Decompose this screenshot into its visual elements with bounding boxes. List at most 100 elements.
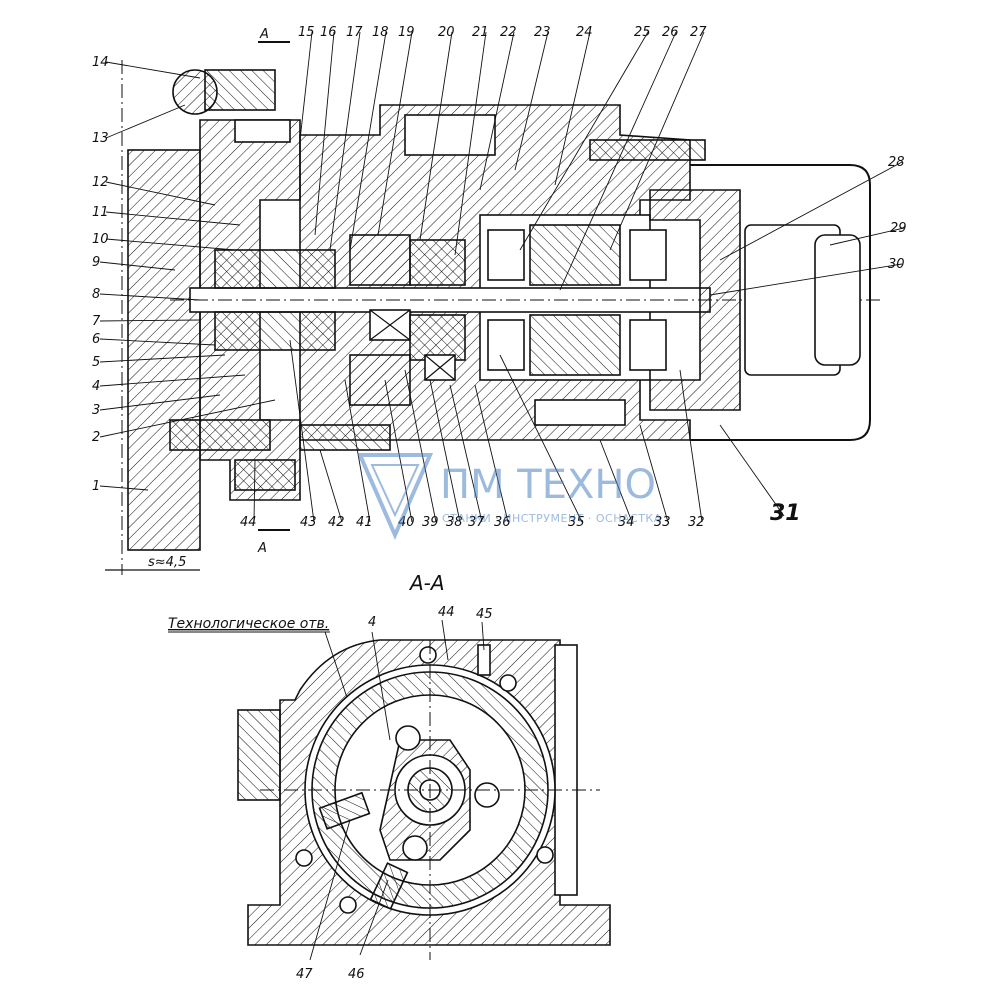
leader-line-32 xyxy=(679,369,703,523)
callout-34: 34 xyxy=(618,515,635,530)
callout-9: 9 xyxy=(92,255,100,270)
leader-line-13 xyxy=(105,104,186,139)
leader-line-39 xyxy=(404,369,437,523)
leader-line-27 xyxy=(609,31,705,251)
watermark-logo-icon xyxy=(356,453,434,540)
leader-line-8 xyxy=(99,293,201,301)
leader-line-5 xyxy=(99,354,226,363)
callout-8: 8 xyxy=(92,287,100,302)
leader-line-10 xyxy=(105,238,236,251)
callout-29: 29 xyxy=(890,221,907,236)
callout-13: 13 xyxy=(92,131,109,146)
section-callout-46: 46 xyxy=(348,967,365,982)
callout-21: 21 xyxy=(472,25,489,40)
leader-line-3 xyxy=(99,394,221,411)
leader-line-26 xyxy=(559,31,677,291)
leader-line-12 xyxy=(105,181,216,206)
leader-line-40 xyxy=(384,379,413,523)
leader-line-42 xyxy=(319,449,343,523)
longitudinal-section xyxy=(105,41,880,575)
watermark-tagline: СТАНКИ · ИНСТРУМЕНТ · ОСНАСТКА xyxy=(442,512,662,525)
callout-12: 12 xyxy=(92,175,109,190)
callout-39: 39 xyxy=(422,515,439,530)
leader-line-19 xyxy=(377,31,413,236)
leader-line-15 xyxy=(299,31,313,141)
callout-26: 26 xyxy=(662,25,679,40)
callout-15: 15 xyxy=(298,25,315,40)
side-bracket xyxy=(237,709,281,801)
gap-dimension: s≈4,5 xyxy=(148,555,186,570)
callout-36: 36 xyxy=(494,515,511,530)
leader-line-34 xyxy=(599,439,633,523)
callout-11: 11 xyxy=(92,205,109,220)
callout-38: 38 xyxy=(446,515,463,530)
leader-line-30 xyxy=(709,263,903,296)
callout-1: 1 xyxy=(92,479,100,494)
leader-line-21 xyxy=(454,31,487,256)
callout-33: 33 xyxy=(654,515,671,530)
leader-line-9 xyxy=(99,261,176,271)
section-callout-47: 47 xyxy=(296,967,313,982)
callout-3: 3 xyxy=(92,403,100,418)
callout-19: 19 xyxy=(398,25,415,40)
rear-cover xyxy=(649,189,741,411)
callout-25: 25 xyxy=(634,25,651,40)
leader-line-11 xyxy=(105,211,241,226)
leader-line-14 xyxy=(105,61,201,79)
watermark-brand: ПМ ТЕХНО xyxy=(440,462,656,508)
callout-30: 30 xyxy=(888,257,905,272)
callout-18: 18 xyxy=(372,25,389,40)
leader-line-29 xyxy=(829,227,905,246)
leader-line-1 xyxy=(99,485,149,491)
leader-line-36 xyxy=(474,384,509,523)
leader-line-20 xyxy=(419,31,453,241)
leader-line-2 xyxy=(99,399,276,438)
callout-5: 5 xyxy=(92,355,100,370)
leader-line-24 xyxy=(554,31,591,186)
callout-42: 42 xyxy=(328,515,345,530)
leader-line-35 xyxy=(499,354,583,523)
leader-line-17 xyxy=(329,31,361,251)
section-marker-bottom: А xyxy=(257,541,267,556)
callout-31: 31 xyxy=(770,501,801,526)
callout-4: 4 xyxy=(92,379,100,394)
leader-line-43 xyxy=(289,339,315,523)
callout-20: 20 xyxy=(438,25,455,40)
section-callout-45: 45 xyxy=(476,607,493,622)
callout-43: 43 xyxy=(300,515,317,530)
section-callout-44: 44 xyxy=(438,605,455,620)
callout-14: 14 xyxy=(92,55,109,70)
callout-7: 7 xyxy=(92,314,101,329)
callout-27: 27 xyxy=(690,25,707,40)
leader-line-22 xyxy=(479,31,515,191)
callout-17: 17 xyxy=(346,25,363,40)
callout-10: 10 xyxy=(92,232,109,247)
watermark: ПМ ТЕХНО СТАНКИ · ИНСТРУМЕНТ · ОСНАСТКА xyxy=(356,453,662,540)
cross-section-a-a xyxy=(237,619,611,961)
callout-2: 2 xyxy=(92,430,100,445)
callout-41: 41 xyxy=(356,515,373,530)
callout-22: 22 xyxy=(500,25,517,40)
leader-line-41 xyxy=(344,379,371,523)
leader-line-7 xyxy=(99,319,201,322)
leader-line-44 xyxy=(253,459,256,523)
callout-35: 35 xyxy=(568,515,585,530)
leader-line-31 xyxy=(719,424,785,517)
leader-line-18 xyxy=(349,31,387,251)
encoder-housing xyxy=(690,164,871,441)
leader-line-16 xyxy=(314,31,335,236)
section-callout-4: 4 xyxy=(368,615,376,630)
section-marker-top: А xyxy=(259,27,269,42)
leader-line-23 xyxy=(514,31,549,171)
leader-line-37 xyxy=(449,384,483,523)
leader-line-25 xyxy=(519,31,649,251)
callout-37: 37 xyxy=(468,515,485,530)
callout-44: 44 xyxy=(240,515,257,530)
leader-line-38 xyxy=(429,379,461,523)
leader-line-33 xyxy=(639,424,669,523)
callout-23: 23 xyxy=(534,25,551,40)
callout-6: 6 xyxy=(92,332,100,347)
leader-line-4 xyxy=(99,374,246,387)
